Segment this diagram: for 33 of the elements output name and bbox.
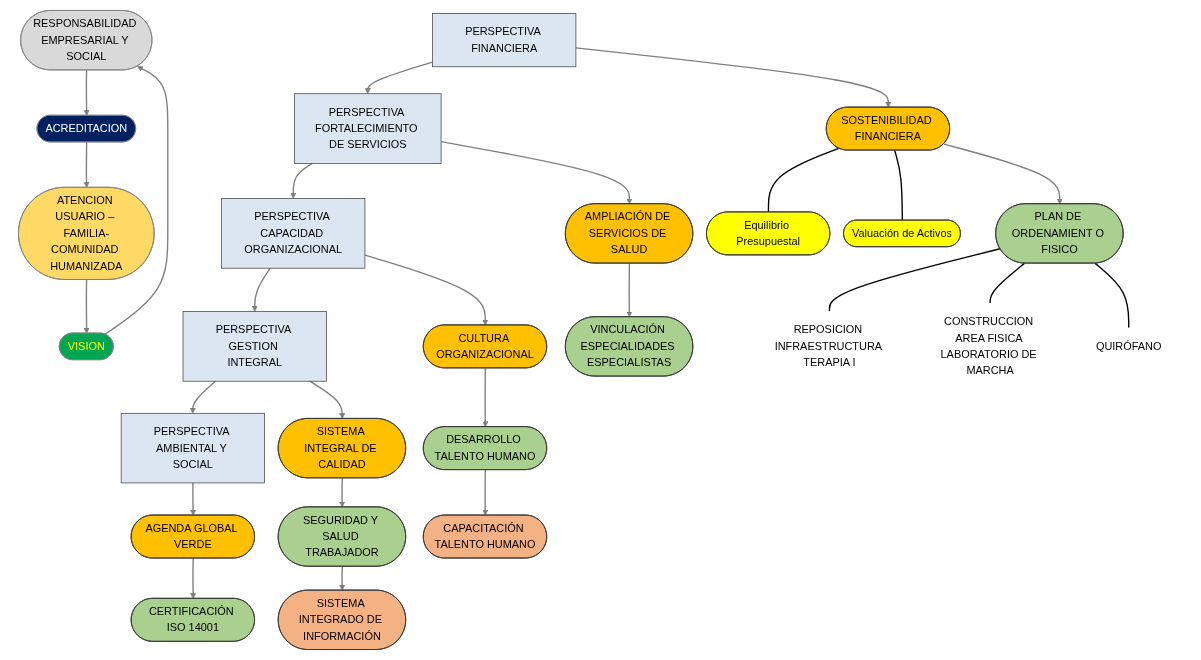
node-box: PERSPECTIVA FORTALECIMIENTO DE SERVICIOS xyxy=(294,93,442,164)
node-text: QUIRÓFANO xyxy=(1096,340,1162,352)
connector xyxy=(894,149,904,222)
arrow xyxy=(339,565,346,591)
arrow xyxy=(482,367,489,428)
node-box: PERSPECTIVA CAPACIDAD ORGANIZACIONAL xyxy=(221,198,366,269)
arrow xyxy=(575,47,892,108)
arrow xyxy=(190,482,197,516)
arrow xyxy=(440,141,633,205)
node-box: PERSPECTIVA GESTION INTEGRAL xyxy=(182,311,327,382)
node-box: PERSPECTIVA FINANCIERA xyxy=(432,13,577,68)
arrow xyxy=(83,69,90,116)
node-box: PERSPECTIVA AMBIENTAL Y SOCIAL xyxy=(121,412,266,484)
node-text: CONSTRUCCION AREA FISICA LABORATORIO DE MARCHA xyxy=(940,315,1037,377)
arrow xyxy=(252,267,272,312)
arrow xyxy=(365,61,434,95)
arrow xyxy=(190,557,197,599)
arrow xyxy=(309,380,346,419)
connector xyxy=(768,147,840,213)
arrow xyxy=(83,141,90,188)
arrow xyxy=(83,279,90,334)
connector xyxy=(1094,262,1130,329)
arrow xyxy=(339,477,346,508)
arrow xyxy=(190,380,217,414)
arrow xyxy=(104,66,169,335)
connector xyxy=(829,248,1002,313)
arrow xyxy=(482,469,489,516)
arrow xyxy=(626,262,633,318)
arrow xyxy=(290,162,314,199)
arrow xyxy=(364,254,489,326)
connector xyxy=(989,262,1026,305)
arrow xyxy=(943,143,1063,205)
node-text: REPOSICION INFRAESTRUCTURA TERAPIA I xyxy=(774,323,882,369)
